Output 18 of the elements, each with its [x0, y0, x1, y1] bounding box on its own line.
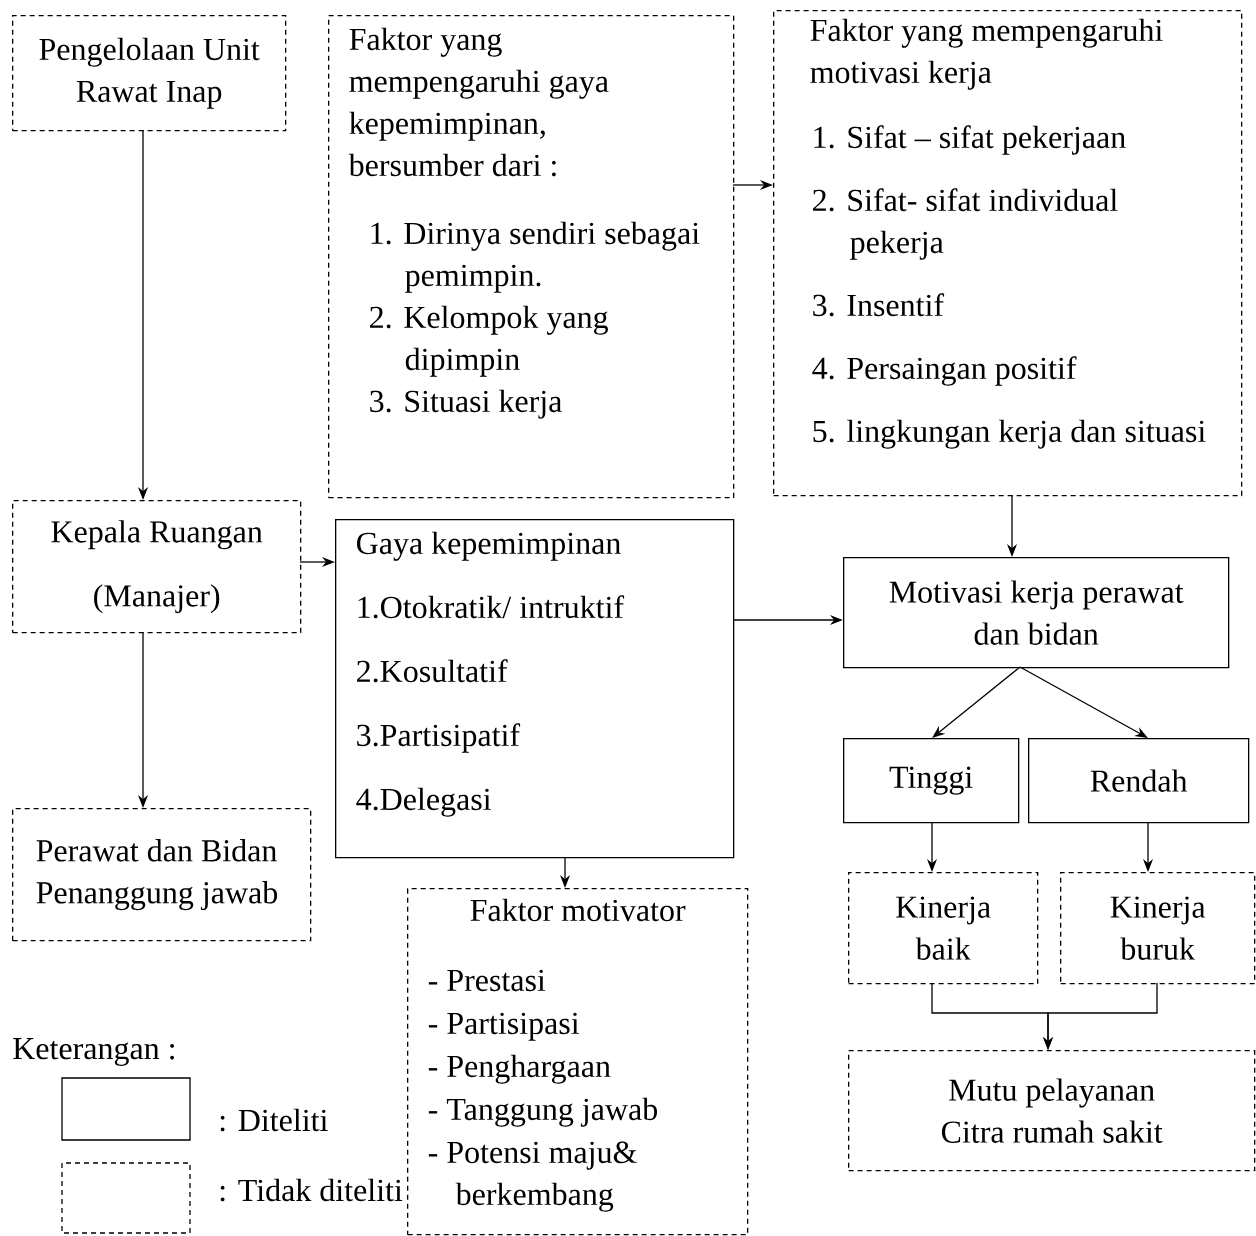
dashed-box: Faktor yang mempengaruhi gaya kepemimpinan, bersumber dari : 1. Dirinya sendiri sebagai pemimpin. 2. Kelompok yang dipimpin 3. Situasi kerja [328, 15, 735, 499]
legend-item: : Diteliti [61, 1077, 328, 1141]
process-box: Gaya kepemimpinan 1.Otokratik/ intruktif 2.Kosultatif 3.Partisipatif 4.Delegasi [335, 519, 735, 859]
dashed-box: Kinerja buruk [1060, 872, 1256, 985]
dashed-box: Faktor yang mempengaruhi motivasi kerja 1. Sifat – sifat pekerjaan 2. Sifat- sifat individual pekerja 3. Insentif 4. Persaingan positif 5. lingkungan kerja dan situasi [773, 10, 1243, 497]
process-box: Tinggi [843, 738, 1020, 824]
legend-item: : Tidak diteliti [61, 1162, 403, 1234]
dashed-box: Perawat dan Bidan Penanggung jawab [12, 808, 312, 942]
dashed-box: Pengelolaan Unit Rawat Inap [12, 15, 287, 132]
arrow [1019, 666, 1148, 738]
arrow [932, 666, 1021, 738]
dashed-box: Kinerja baik [848, 872, 1039, 985]
dashed-box: Kepala Ruangan (Manajer) [12, 500, 302, 634]
dashed-box: Faktor motivator - Prestasi - Partisipasi - Penghargaan - Tanggung jawab - Potensi maju& berkembang [407, 888, 749, 1236]
legend-heading: Keterangan : [13, 1038, 174, 1066]
dashed-box: Mutu pelayanan Citra rumah sakit [848, 1050, 1256, 1172]
process-box: Motivasi kerja perawat dan bidan [843, 557, 1230, 669]
process-box: Rendah [1028, 738, 1250, 824]
